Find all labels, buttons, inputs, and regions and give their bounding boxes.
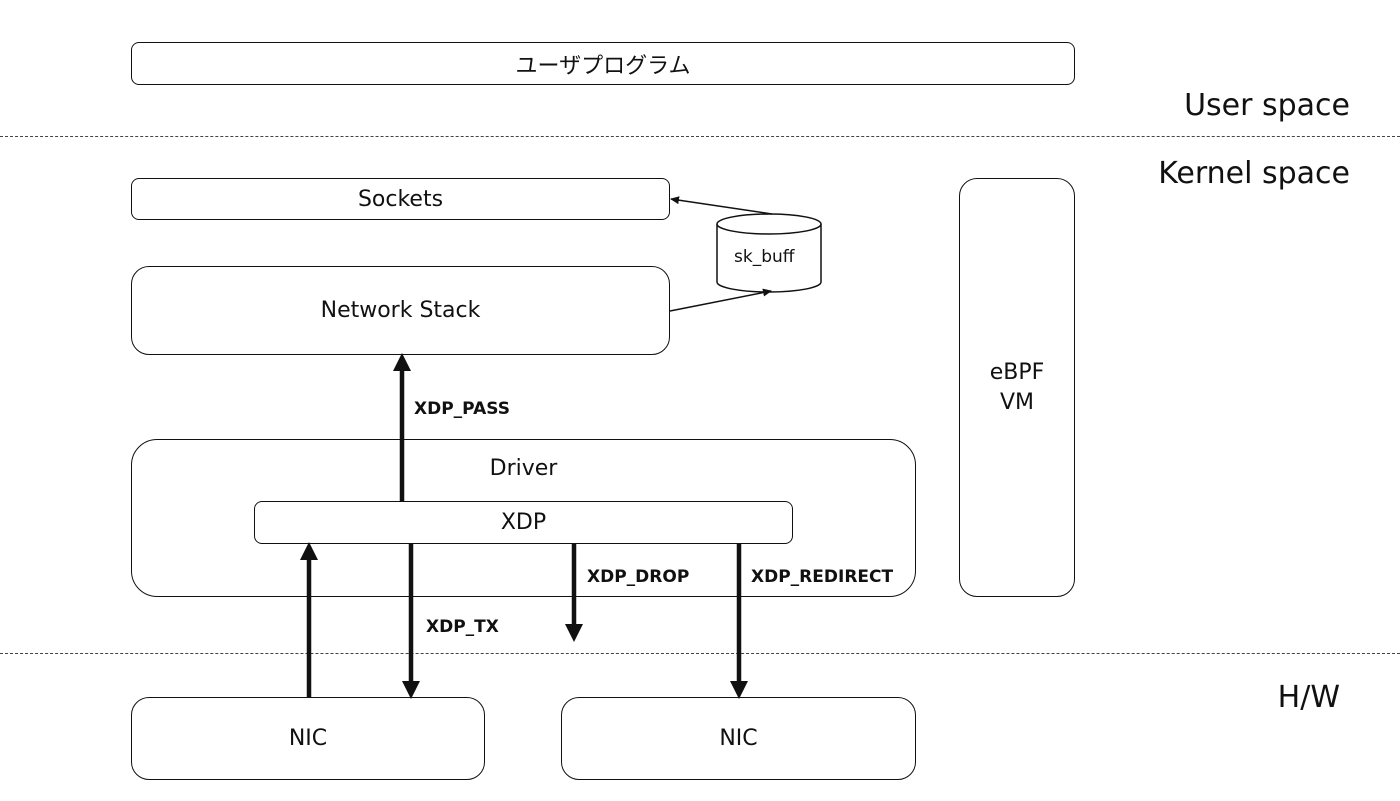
- sockets-box: Sockets: [131, 178, 670, 220]
- ebpf-vm-label-line2: VM: [999, 389, 1035, 415]
- sk-buff-cylinder: [716, 213, 822, 293]
- xdp-tx-label: XDP_TX: [426, 617, 499, 637]
- hw-label: H/W: [1277, 680, 1340, 715]
- skbuff-to-sockets-arrow: [670, 196, 773, 215]
- user-kernel-divider: [0, 136, 1400, 137]
- kernel-hw-divider: [0, 653, 1400, 654]
- xdp-pass-label: XDP_PASS: [414, 399, 510, 419]
- network-stack-to-skbuff-arrow: [669, 288, 772, 312]
- ebpf-vm-box: eBPF VM: [959, 178, 1075, 597]
- sk-buff-label: sk_buff: [734, 247, 795, 267]
- driver-label: Driver: [489, 456, 558, 481]
- xdp-drop-label: XDP_DROP: [587, 567, 690, 587]
- xdp-redirect-label: XDP_REDIRECT: [751, 567, 894, 587]
- kernel-space-label: Kernel space: [1158, 156, 1350, 191]
- xdp-box: XDP: [254, 501, 793, 544]
- nic-right-box: NIC: [561, 697, 916, 780]
- user-program-box: ユーザプログラム: [131, 42, 1075, 85]
- network-stack-box: Network Stack: [131, 266, 670, 355]
- user-space-label: User space: [1184, 88, 1350, 123]
- nic-left-box: NIC: [131, 697, 485, 780]
- ebpf-vm-label-line1: eBPF: [989, 359, 1045, 385]
